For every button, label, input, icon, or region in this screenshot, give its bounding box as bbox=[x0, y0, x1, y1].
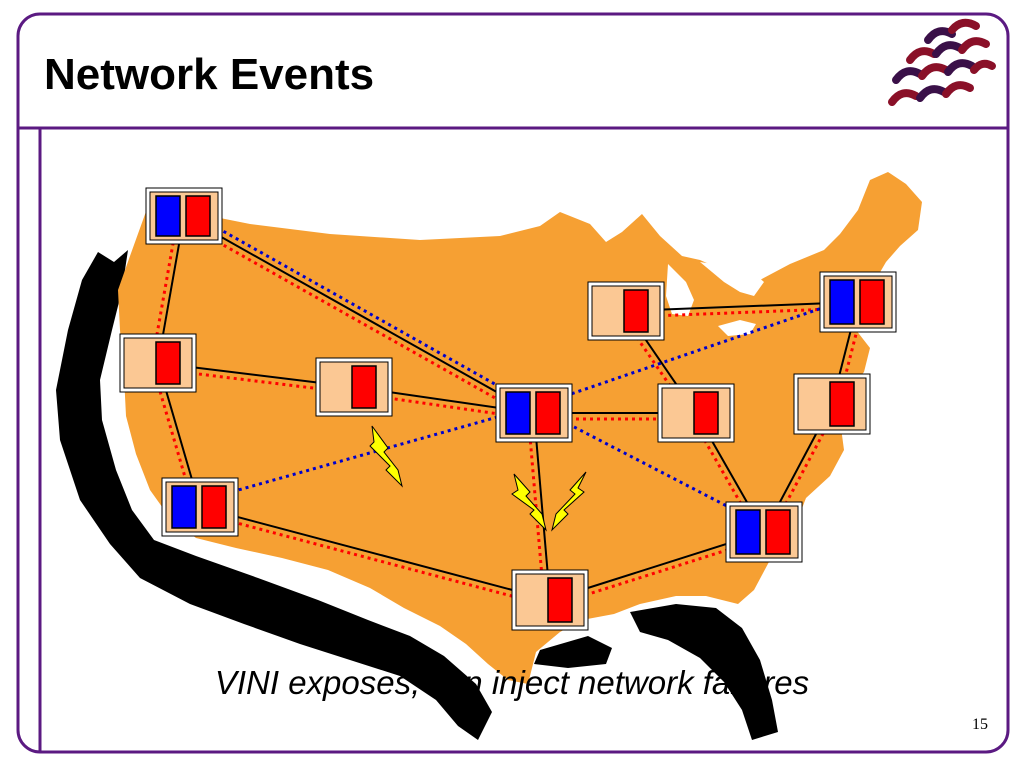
router-node-denver bbox=[315, 357, 393, 417]
router-node-new-york bbox=[819, 271, 897, 333]
blue-virtual-links bbox=[186, 209, 857, 529]
physical-link-seattle-kansas-city bbox=[183, 215, 535, 414]
blue-virtual-link-kansas-city-atlanta bbox=[536, 406, 768, 529]
physical-link-kansas-city-houston bbox=[533, 412, 551, 601]
router-node-sf-bay bbox=[119, 333, 197, 393]
blue-virtual-router-unit bbox=[155, 195, 181, 237]
blue-virtual-router-unit bbox=[171, 485, 197, 529]
coastline-shadow bbox=[56, 250, 492, 740]
router-node-kansas-city bbox=[495, 383, 573, 443]
slide-title: Network Events bbox=[44, 50, 375, 99]
blue-virtual-router-unit bbox=[505, 391, 531, 435]
red-virtual-router-unit bbox=[765, 509, 791, 555]
red-virtual-router-unit bbox=[535, 391, 561, 435]
router-node-washington-dc bbox=[793, 373, 871, 435]
blue-virtual-router-unit bbox=[829, 279, 855, 325]
router-node-seattle bbox=[145, 187, 223, 245]
gulf-shadow-left bbox=[534, 636, 612, 668]
gulf-shadow-right bbox=[630, 604, 778, 740]
logo-swirls bbox=[888, 18, 996, 106]
lightning-bolt-icon bbox=[369, 425, 403, 488]
router-node-chicago bbox=[587, 281, 665, 341]
red-virtual-router-unit bbox=[547, 577, 573, 623]
red-virtual-router-unit bbox=[351, 365, 377, 409]
router-node-los-angeles bbox=[161, 477, 239, 537]
great-lakes bbox=[666, 262, 764, 336]
red-virtual-router-unit bbox=[623, 289, 649, 333]
physical-link-los-angeles-houston bbox=[199, 506, 551, 601]
red-virtual-router-unit bbox=[185, 195, 211, 237]
router-nodes bbox=[119, 187, 897, 631]
red-virtual-link-los-angeles-houston bbox=[198, 511, 549, 608]
router-node-houston bbox=[511, 569, 589, 631]
red-virtual-router-unit bbox=[201, 485, 227, 529]
logo-icon bbox=[888, 18, 996, 106]
frame-border bbox=[16, 12, 1010, 754]
router-node-atlanta bbox=[725, 501, 803, 563]
physical-link-chicago-new-york bbox=[625, 301, 859, 312]
blue-virtual-link-kansas-city-new-york bbox=[531, 294, 857, 409]
lightning-bolt-icon bbox=[511, 473, 547, 532]
slide-caption: VINI exposes, can inject network failure… bbox=[214, 664, 810, 701]
page-number: 15 bbox=[972, 716, 988, 733]
red-virtual-link-sf-bay-denver bbox=[157, 367, 354, 395]
lightning-bolt-icon bbox=[551, 471, 587, 532]
blue-virtual-router-unit bbox=[735, 509, 761, 555]
red-virtual-router-unit bbox=[155, 341, 181, 385]
red-virtual-router-unit bbox=[829, 381, 855, 427]
red-virtual-router-unit bbox=[859, 279, 885, 325]
blue-virtual-link-los-angeles-kansas-city bbox=[197, 405, 533, 503]
router-node-indianapolis bbox=[657, 383, 735, 443]
red-virtual-router-unit bbox=[693, 391, 719, 435]
